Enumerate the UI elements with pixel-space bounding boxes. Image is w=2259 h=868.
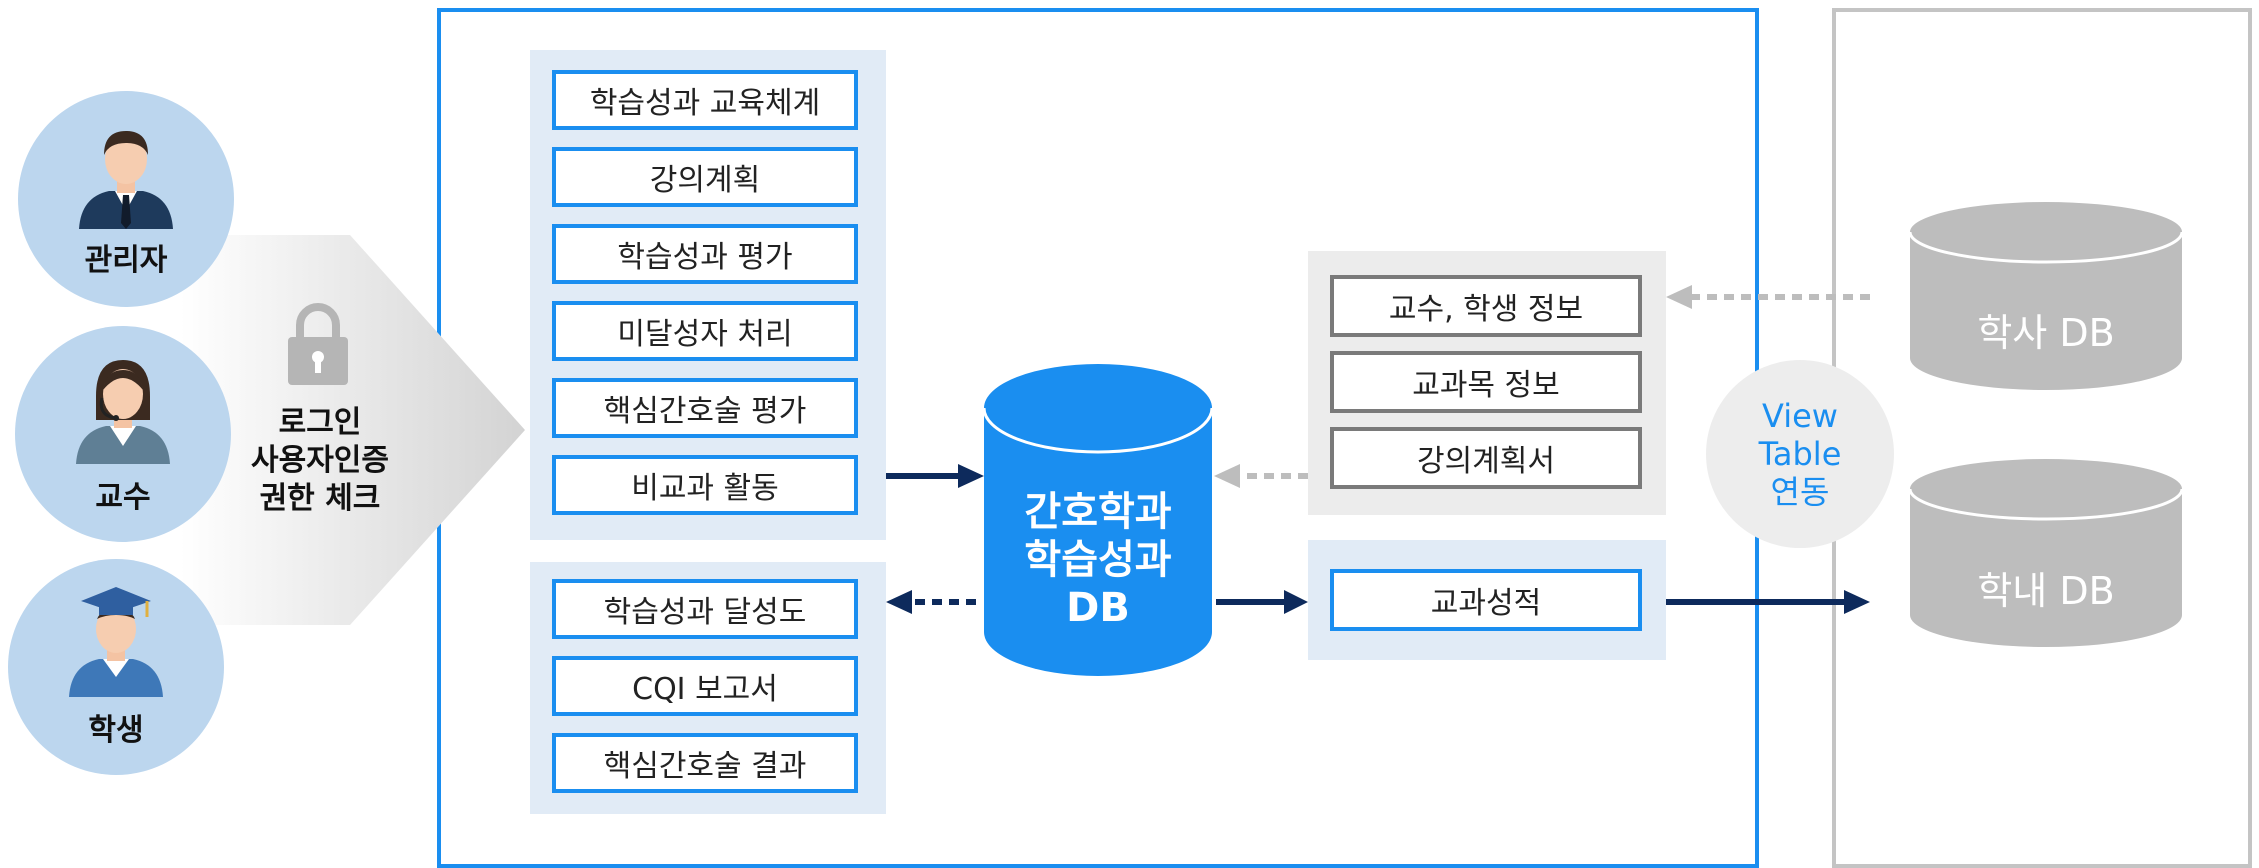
admin-person-icon <box>79 131 173 229</box>
user-student-label: 학생 <box>88 713 144 748</box>
view-line2: Table <box>1758 435 1842 473</box>
login-arrow <box>180 235 525 625</box>
student-person-icon <box>69 587 163 697</box>
view-line1: View <box>1762 397 1838 435</box>
info-syllabus[interactable]: 강의계획서 <box>1330 427 1642 489</box>
central-db-line2: 학습성과 <box>1024 537 1172 583</box>
view-table-link[interactable]: View Table 연동 <box>1706 360 1894 548</box>
grade-box[interactable]: 교과성적 <box>1330 569 1642 631</box>
login-auth-text: 로그인 사용자인증 권한 체크 <box>220 404 420 518</box>
menu-item-core-nursing-result[interactable]: 핵심간호술 결과 <box>552 733 858 793</box>
grade-panel: 교과성적 <box>1308 540 1666 660</box>
academic-db-cylinder <box>1908 202 2184 390</box>
menu-panel-bottom: 학습성과 달성도 CQI 보고서 핵심간호술 결과 <box>530 562 886 814</box>
lock-icon <box>288 303 348 385</box>
view-line3: 연동 <box>1770 473 1830 511</box>
menu-item-learning-system[interactable]: 학습성과 교육체계 <box>552 70 858 130</box>
campus-db-cylinder <box>1908 459 2184 647</box>
login-line1: 로그인 <box>278 405 362 440</box>
info-prof-student[interactable]: 교수, 학생 정보 <box>1330 275 1642 337</box>
menu-panel-top: 학습성과 교육체계 강의계획 학습성과 평가 미달성자 처리 핵심간호술 평가 … <box>530 50 886 540</box>
central-db-line3: DB <box>1066 585 1130 631</box>
menu-item-core-nursing-eval[interactable]: 핵심간호술 평가 <box>552 378 858 438</box>
user-admin-label: 관리자 <box>84 243 168 278</box>
menu-item-cqi-report[interactable]: CQI 보고서 <box>552 656 858 716</box>
flow-arrows <box>886 285 1870 614</box>
login-line2: 사용자인증 <box>251 443 389 478</box>
info-panel: 교수, 학생 정보 교과목 정보 강의계획서 <box>1308 251 1666 515</box>
academic-db-label: 학사 DB <box>1977 311 2115 355</box>
campus-db-label: 학내 DB <box>1977 569 2115 613</box>
menu-item-achievement[interactable]: 학습성과 달성도 <box>552 579 858 639</box>
user-professor[interactable]: 교수 <box>15 326 231 542</box>
menu-item-outcome-eval[interactable]: 학습성과 평가 <box>552 224 858 284</box>
central-db-cylinder <box>982 364 1214 676</box>
menu-item-lecture-plan[interactable]: 강의계획 <box>552 147 858 207</box>
central-db-line1: 간호학과 <box>1024 489 1172 535</box>
menu-item-underachiever[interactable]: 미달성자 처리 <box>552 301 858 361</box>
user-professor-label: 교수 <box>95 480 151 515</box>
login-line3: 권한 체크 <box>259 481 381 516</box>
user-student[interactable]: 학생 <box>8 559 224 775</box>
info-course[interactable]: 교과목 정보 <box>1330 351 1642 413</box>
menu-item-extracurricular[interactable]: 비교과 활동 <box>552 455 858 515</box>
professor-person-icon <box>76 360 170 464</box>
user-admin[interactable]: 관리자 <box>18 91 234 307</box>
central-db-label: 간호학과 학습성과 DB <box>980 488 1216 632</box>
